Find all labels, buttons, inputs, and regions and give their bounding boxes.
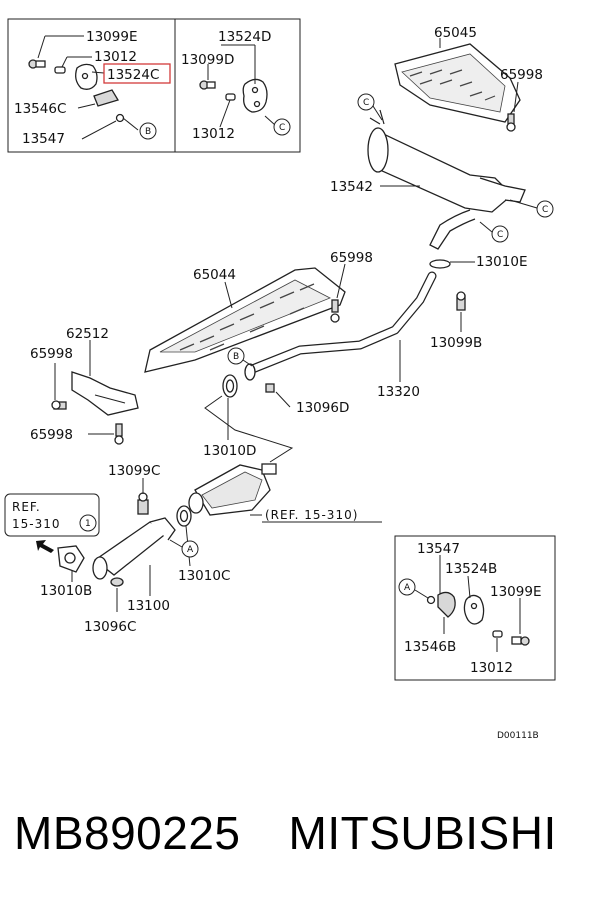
callout-a-mid: A bbox=[181, 540, 199, 558]
label-13010b: 13010B bbox=[40, 583, 92, 599]
bolt-13099e-top bbox=[28, 59, 46, 69]
bolt-65998-b bbox=[330, 299, 340, 323]
label-13099b: 13099B bbox=[430, 335, 482, 351]
pin-13012-top bbox=[54, 66, 66, 74]
gasket-13010e bbox=[429, 259, 451, 269]
bolt-13099e-inset bbox=[511, 636, 530, 646]
bolt-13099c bbox=[137, 492, 149, 515]
ref-box-left: REF. 15-310 1 bbox=[4, 493, 100, 537]
svg-text:A: A bbox=[187, 545, 194, 555]
svg-text:C: C bbox=[363, 98, 369, 108]
label-62512: 62512 bbox=[66, 326, 109, 342]
bracket-62512 bbox=[71, 371, 139, 416]
brand-name: MITSUBISHI bbox=[288, 807, 557, 859]
svg-text:B: B bbox=[145, 127, 151, 137]
diagram-code: D00111B bbox=[497, 731, 539, 741]
label-13012-top: 13012 bbox=[94, 49, 137, 65]
svg-text:C: C bbox=[542, 205, 548, 215]
label-13096d: 13096D bbox=[296, 400, 349, 416]
heat-shield-65045 bbox=[394, 43, 521, 123]
label-13096c: 13096C bbox=[84, 619, 136, 635]
callout-a-inset: A bbox=[398, 578, 416, 596]
front-pipe-13100 bbox=[92, 517, 176, 580]
label-65998-d: 65998 bbox=[30, 427, 73, 443]
label-13547-br: 13547 bbox=[417, 541, 460, 557]
label-13012-br: 13012 bbox=[470, 660, 513, 676]
label-65998-c: 65998 bbox=[30, 346, 73, 362]
label-65044: 65044 bbox=[193, 267, 236, 283]
bolt-65998-c bbox=[51, 400, 67, 410]
label-13099d: 13099D bbox=[181, 52, 234, 68]
label-13010d: 13010D bbox=[203, 443, 256, 459]
svg-text:1: 1 bbox=[85, 519, 91, 529]
callout-b-top: B bbox=[139, 122, 157, 140]
svg-text:15-310: 15-310 bbox=[12, 517, 61, 531]
label-13546b: 13546B bbox=[404, 639, 456, 655]
center-pipe-13320 bbox=[244, 271, 437, 381]
bolt-13099d bbox=[199, 80, 216, 90]
pin-13012-mid bbox=[225, 93, 236, 101]
label-13010c: 13010C bbox=[178, 568, 230, 584]
label-13547-top: 13547 bbox=[22, 131, 65, 147]
nut-13096d bbox=[265, 383, 275, 393]
callout-c-1: C bbox=[357, 93, 375, 111]
nut-13096c bbox=[110, 577, 124, 587]
svg-text:C: C bbox=[279, 123, 285, 133]
callout-c-2: C bbox=[536, 200, 554, 218]
bolt-65998-d bbox=[114, 423, 124, 445]
label-13524c: 13524C bbox=[107, 67, 159, 83]
label-13010e: 13010E bbox=[476, 254, 527, 270]
bracket-13546b bbox=[437, 591, 456, 618]
label-13320: 13320 bbox=[377, 384, 420, 400]
bolt-13099b bbox=[456, 291, 466, 311]
part-number: MB890225 bbox=[14, 807, 241, 859]
label-13542: 13542 bbox=[330, 179, 373, 195]
catalytic-converter bbox=[188, 463, 277, 516]
hanger-13524b bbox=[463, 594, 485, 625]
label-13524b: 13524B bbox=[445, 561, 497, 577]
callout-b-mid: B bbox=[227, 347, 245, 365]
hanger-13524d bbox=[242, 78, 268, 113]
label-ref-cat: (REF. 15-310) bbox=[265, 508, 358, 522]
label-13524d: 13524D bbox=[218, 29, 271, 45]
label-13100: 13100 bbox=[127, 598, 170, 614]
footer: MB890225 MITSUBISHI bbox=[14, 806, 600, 860]
label-65998-b: 65998 bbox=[330, 250, 373, 266]
heat-shield-65044 bbox=[144, 267, 346, 373]
label-65045: 65045 bbox=[434, 25, 477, 41]
arrow-icon bbox=[36, 540, 54, 553]
callout-c-3: C bbox=[491, 225, 509, 243]
washer-13547-inset bbox=[426, 595, 436, 605]
bolt-65998-a bbox=[506, 113, 516, 132]
label-13524c-highlight bbox=[103, 63, 171, 84]
svg-text:B: B bbox=[233, 352, 239, 362]
pin-13012-inset bbox=[492, 630, 503, 638]
svg-text:A: A bbox=[404, 583, 411, 593]
label-65998-a: 65998 bbox=[500, 67, 543, 83]
svg-text:C: C bbox=[497, 230, 503, 240]
muffler-13542 bbox=[367, 109, 526, 250]
label-13099e-top: 13099E bbox=[86, 29, 137, 45]
gasket-13010b bbox=[57, 545, 85, 573]
svg-text:REF.: REF. bbox=[12, 500, 41, 514]
inset-top-left: 13099E 13012 13524C 13546C 13547 B 13524… bbox=[7, 18, 301, 153]
label-13099c: 13099C bbox=[108, 463, 160, 479]
bracket-13546c bbox=[93, 89, 119, 107]
label-13099e-br: 13099E bbox=[490, 584, 541, 600]
inset-bottom-right: A 13547 13524B 13099E 13546B 13012 bbox=[394, 535, 556, 681]
label-13012-mid: 13012 bbox=[192, 126, 235, 142]
callout-c-top: C bbox=[273, 118, 291, 136]
washer-13547-top bbox=[115, 113, 125, 123]
label-13546c: 13546C bbox=[14, 101, 66, 117]
